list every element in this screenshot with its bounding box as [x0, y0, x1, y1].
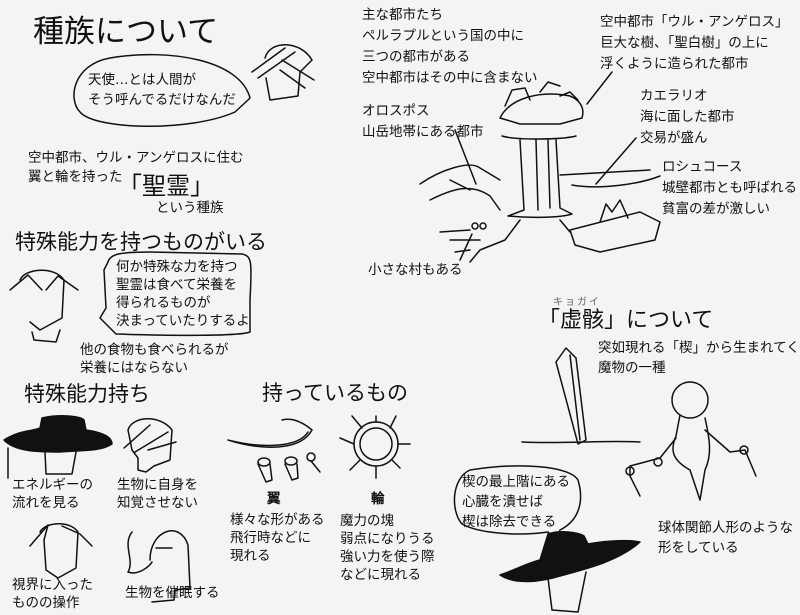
- caelario-text: カエラリオ: [640, 88, 708, 104]
- sky-city-text: 浮くように造られた都市: [600, 56, 749, 72]
- abilities-title: 特殊能力持ち: [24, 382, 150, 406]
- special-note: 栄養にはならない: [80, 360, 188, 376]
- species-name: 「聖霊」: [118, 172, 214, 200]
- wings-text: 現れる: [230, 548, 271, 564]
- angel-head-1: [251, 44, 315, 101]
- kyogai-ruby: キョガイ: [553, 297, 601, 308]
- head-eyes: [29, 523, 93, 579]
- wing-drawing: [227, 418, 321, 483]
- species-intro: という種族: [156, 200, 224, 216]
- wings-text: 様々な形がある: [230, 512, 325, 528]
- species-intro: 空中都市、ウル・アンゲロスに住む: [28, 150, 244, 166]
- ability-text: エネルギーの: [12, 477, 93, 493]
- speech-line: 決まっていたりするよ: [116, 313, 250, 329]
- ability-text: 知覚させない: [117, 495, 198, 511]
- hat-person-2: [499, 531, 641, 613]
- wings-text: 飛行時などに: [230, 530, 311, 546]
- ball-joint-doll-drawing: [625, 381, 757, 501]
- speech-line: そう呼んでるだけなんだ: [88, 92, 236, 108]
- sky-city-text: 空中都市「ウル・アンゲロス」: [600, 14, 789, 30]
- cities-intro: ペルラプルという国の中に: [362, 28, 524, 44]
- kyogai-title: 「虚骸」について: [538, 308, 714, 333]
- cities-intro: 三つの都市がある: [362, 49, 470, 65]
- special-note: 他の食物も食べられるが: [80, 342, 229, 358]
- roshukos-text: ロシュコース: [662, 159, 743, 175]
- speech-line: 楔の最上階にある: [462, 474, 570, 490]
- wings-label: 翼: [267, 491, 281, 507]
- head-hidden: [123, 418, 177, 473]
- ability-text: 流れを見る: [12, 495, 80, 511]
- speech-line: 何か特殊な力を持つ: [116, 259, 238, 275]
- kyogai-shape: 形をしている: [658, 540, 739, 556]
- speech-bubble-1: [73, 53, 251, 127]
- kyogai-shape: 球体関節人形のような: [658, 520, 793, 536]
- village-text: 小さな村もある: [368, 262, 463, 278]
- cities-intro: 空中都市はその中に含まない: [362, 70, 538, 86]
- roshukos-text: 貧富の差が激しい: [662, 201, 770, 217]
- head-hypnosis: [127, 530, 191, 603]
- ring-text: 強い力を使う際: [340, 549, 435, 565]
- ability-text: 生物に自身を: [117, 477, 198, 493]
- roshukos-text: 城壁都市とも呼ばれる: [662, 180, 797, 196]
- speech-line: 天使…とは人間が: [88, 72, 196, 88]
- speech-line: 楔は除去できる: [462, 514, 557, 530]
- speech-line: 聖霊は食べて栄養を: [116, 277, 237, 293]
- speech-bubble-2: [99, 251, 252, 337]
- ring-label: 輪: [371, 491, 385, 507]
- orospos-text: 山岳地帯にある都市: [362, 124, 484, 140]
- species-title: 種族について: [33, 14, 219, 50]
- speech-line: 得られるものが: [116, 295, 211, 311]
- kyogai-desc: 魔物の一種: [598, 360, 666, 376]
- caelario-text: 海に面した都市: [640, 109, 735, 125]
- ring-text: 魔力の塊: [340, 513, 394, 529]
- ability-text: ものの操作: [12, 595, 80, 611]
- halo-drawing: [339, 415, 411, 479]
- ability-text: 視界に入った: [12, 577, 93, 593]
- caelario-text: 交易が盛ん: [640, 130, 708, 146]
- kyogai-desc: 突如現れる「楔」から生まれてくる: [598, 340, 800, 356]
- orospos-text: オロスポス: [362, 103, 430, 119]
- wedge-drawing: [521, 347, 641, 445]
- city-map-drawing: [419, 71, 661, 263]
- angel-head-2: [9, 269, 79, 343]
- sky-city-text: 巨大な樹、「聖白樹」の上に: [600, 35, 769, 51]
- ability-text: 生物を催眠する: [125, 585, 220, 601]
- ring-text: 弱点になりうる: [340, 531, 435, 547]
- special-title: 特殊能力を持つものがいる: [15, 230, 267, 254]
- possessions-title: 持っているもの: [262, 381, 408, 405]
- cities-intro: 主な都市たち: [362, 7, 443, 23]
- species-intro: 翼と輪を持った: [28, 169, 123, 185]
- speech-line: 心臓を潰せば: [462, 494, 543, 510]
- ring-text: などに現れる: [340, 567, 421, 583]
- hat-person-1: [3, 415, 113, 479]
